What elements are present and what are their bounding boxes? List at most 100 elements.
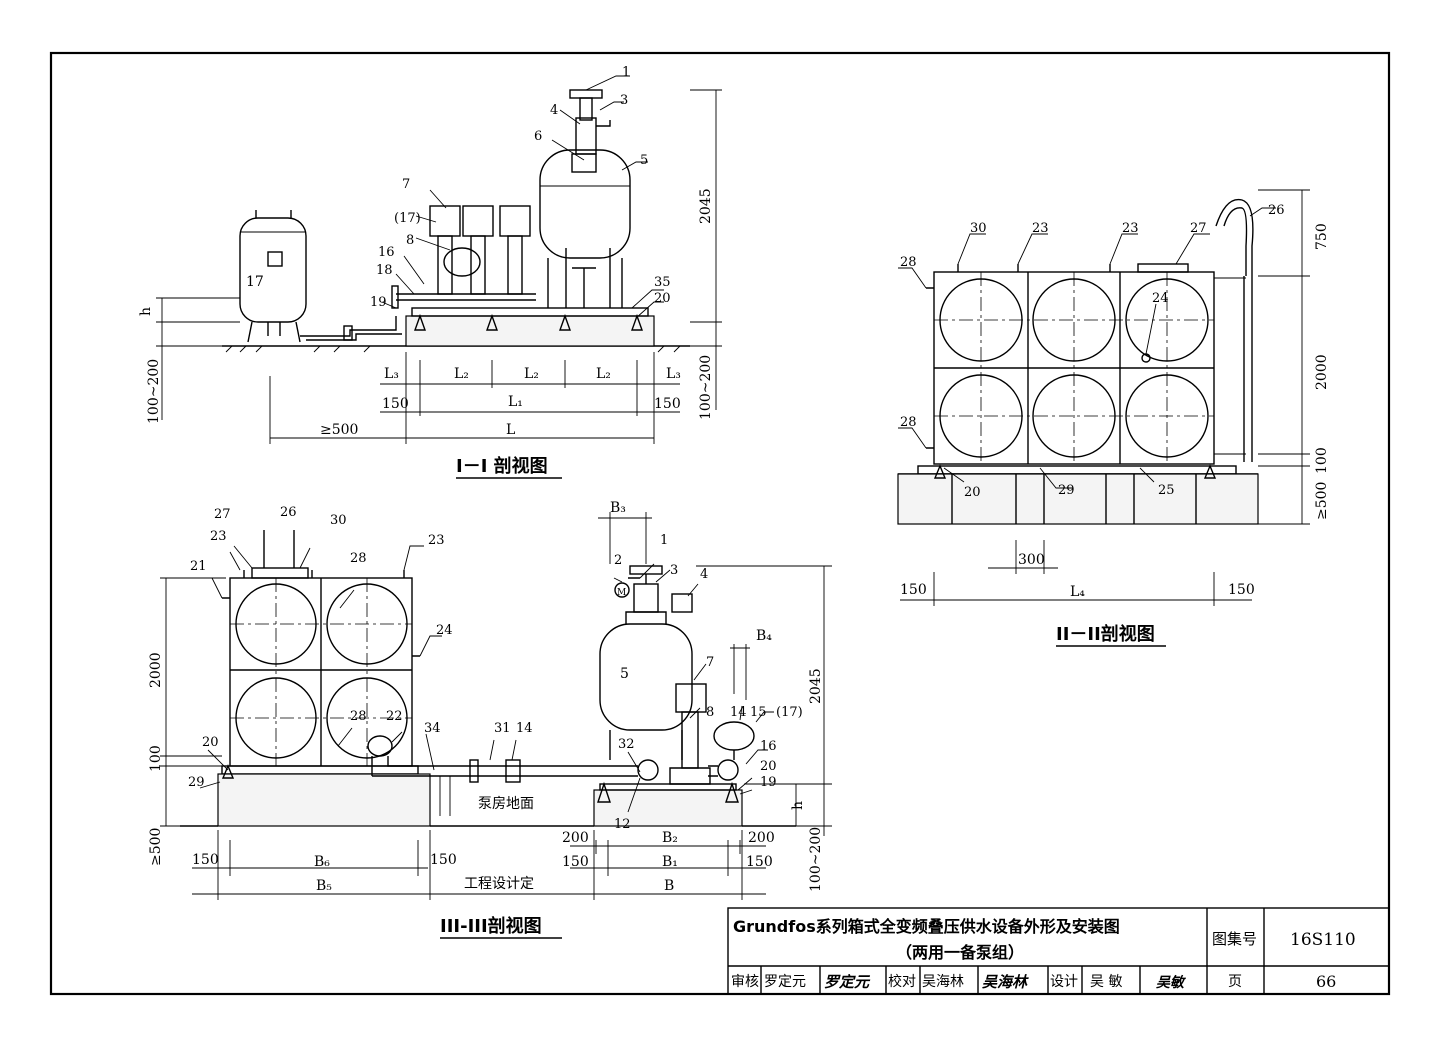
reviewer-name: 罗定元: [764, 974, 806, 990]
callout-28b: 28: [350, 709, 367, 724]
callout-20: 20: [964, 485, 981, 500]
callout-23: 23: [1032, 221, 1049, 236]
dim-L4: L₄: [1070, 584, 1085, 600]
dim-150-right: 150: [654, 396, 681, 412]
checker-signature: 吴海林: [982, 973, 1029, 991]
dim-h: h: [790, 801, 806, 810]
checker-name: 吴海林: [922, 974, 964, 990]
dim-150-left: 150: [382, 396, 409, 412]
dim-200-a: 200: [562, 830, 589, 846]
dim-2000: 2000: [1314, 354, 1330, 390]
callout-24: 24: [436, 623, 453, 638]
caption-view-2: II－II剖视图: [1056, 623, 1155, 645]
dim-500: ≥500: [148, 828, 164, 866]
callout-28b: 28: [900, 415, 917, 430]
callout-20: 20: [654, 291, 671, 306]
callout-17: 17: [246, 274, 264, 290]
dim-B2: B₂: [662, 830, 678, 846]
view-2-2: [897, 189, 1310, 606]
dim-300: 300: [1018, 552, 1045, 568]
callout-3: 3: [620, 93, 628, 108]
callout-1: 1: [622, 65, 630, 80]
callout-17: (17): [776, 705, 803, 720]
caption-view-3: III-III剖视图: [440, 915, 542, 937]
dim-L1: L₁: [508, 394, 523, 410]
dim-2000: 2000: [148, 652, 164, 688]
callout-19: 19: [370, 295, 387, 310]
callout-28: 28: [900, 255, 917, 270]
callout-21: 21: [190, 559, 207, 574]
dim-150-a: 150: [192, 852, 219, 868]
dim-B1: B₁: [662, 854, 678, 870]
drawing-subtitle: （两用一备泵组）: [896, 943, 1024, 962]
check-label: 校对: [888, 973, 916, 990]
dim-150-d: 150: [746, 854, 773, 870]
atlas-number: 16S110: [1290, 930, 1356, 950]
reviewer-signature: 罗定元: [824, 973, 871, 991]
dim-base-left: 100~200: [146, 359, 162, 424]
view-1-1: [156, 75, 722, 444]
callout-25: 25: [1158, 483, 1175, 498]
dim-100: 100: [148, 745, 164, 772]
callout-3: 3: [670, 563, 678, 578]
callout-8: 8: [406, 233, 414, 248]
designer-name: 吴 敏: [1090, 974, 1122, 990]
dim-base: 100~200: [808, 827, 824, 892]
callout-14b: 14: [730, 705, 747, 720]
callout-31: 31: [494, 721, 511, 736]
callout-7: 7: [402, 177, 410, 192]
caption-view-1: I－I 剖视图: [456, 455, 548, 477]
callout-23a: 23: [210, 529, 227, 544]
dim-500: ≥500: [1314, 482, 1330, 520]
callout-19: 19: [760, 775, 777, 790]
callout-2: 2: [614, 553, 622, 568]
dim-L2-b: L₂: [524, 366, 539, 382]
callout-34: 34: [424, 721, 441, 736]
dim-base-right: 100~200: [698, 355, 714, 420]
review-label: 审核: [731, 974, 759, 990]
callout-30: 30: [330, 513, 347, 528]
callout-6: 6: [534, 129, 542, 144]
dim-h: h: [138, 307, 154, 316]
dim-150-b: 150: [430, 852, 457, 868]
floor-label: 泵房地面: [478, 796, 534, 812]
dim-150-left: 150: [900, 582, 927, 598]
callout-8: 8: [706, 705, 714, 720]
callout-30: 30: [970, 221, 987, 236]
design-note: 工程设计定: [464, 876, 534, 892]
dim-min500: ≥500: [320, 422, 358, 438]
dim-B4: B₄: [756, 628, 772, 644]
dim-B5: B₅: [316, 878, 332, 894]
callout-15: 15: [750, 705, 767, 720]
callout-29: 29: [1058, 483, 1075, 498]
callout-28a: 28: [350, 551, 367, 566]
dim-L: L: [506, 422, 515, 438]
callout-4: 4: [700, 567, 708, 582]
callout-26: 26: [280, 505, 297, 520]
callout-16: 16: [760, 739, 777, 754]
callout-27: 27: [214, 507, 231, 522]
callout-26: 26: [1268, 203, 1285, 218]
dim-200-b: 200: [748, 830, 775, 846]
sheet-frame: [49, 51, 1391, 996]
page-label: 页: [1228, 974, 1242, 990]
callout-23b: 23: [1122, 221, 1139, 236]
dim-B6: B₆: [314, 854, 330, 870]
callout-7: 7: [706, 655, 714, 670]
callout-5: 5: [620, 666, 629, 682]
dim-2045: 2045: [698, 188, 714, 224]
callout-14a: 14: [516, 721, 533, 736]
callout-20: 20: [202, 735, 219, 750]
dim-100: 100: [1314, 447, 1330, 474]
callout-24: 24: [1152, 291, 1169, 306]
callout-35: 35: [654, 275, 671, 290]
callout-29: 29: [188, 775, 205, 790]
dim-750: 750: [1314, 223, 1330, 250]
dim-150-right: 150: [1228, 582, 1255, 598]
callout-5: 5: [640, 153, 648, 168]
dim-L2-c: L₂: [596, 366, 611, 382]
callout-20b: 20: [760, 759, 777, 774]
callout-27: 27: [1190, 221, 1207, 236]
callout-23b: 23: [428, 533, 445, 548]
